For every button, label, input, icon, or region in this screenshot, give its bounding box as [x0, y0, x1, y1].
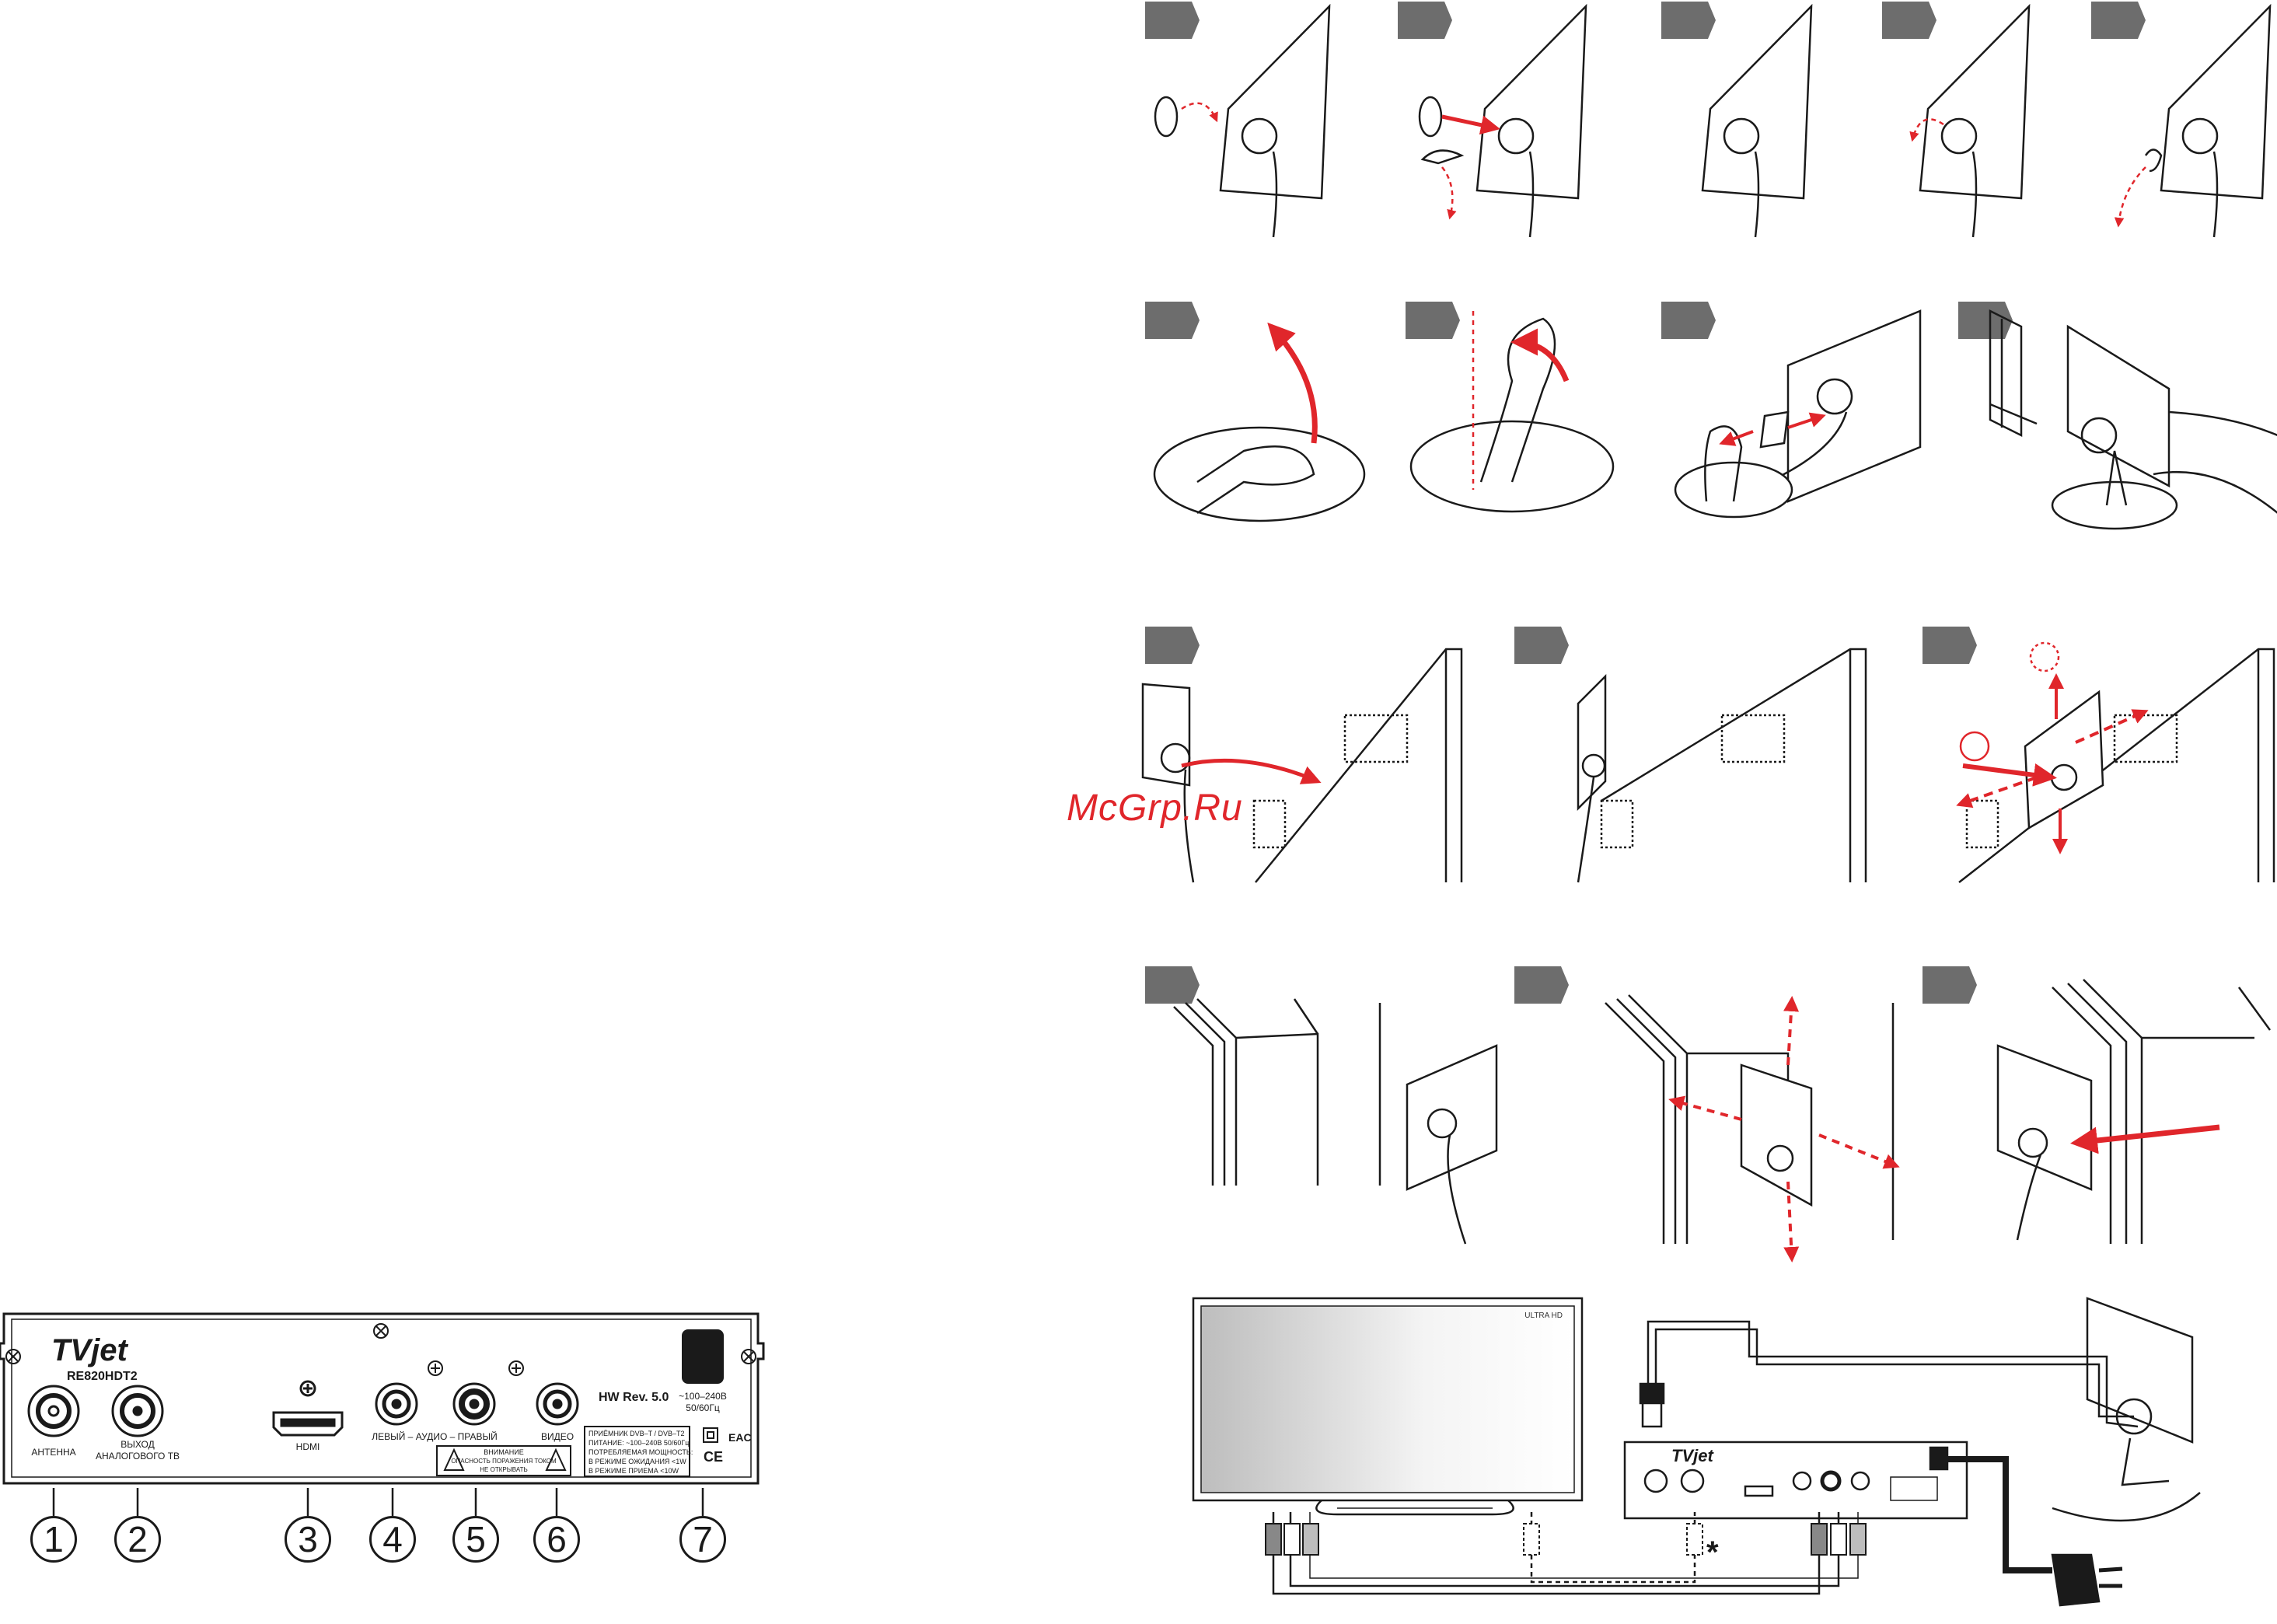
callout-6: 6: [533, 1516, 580, 1563]
antenna-label: АНТЕННА: [31, 1447, 75, 1458]
step-badge: [1958, 302, 2013, 339]
ground-symbol-icon: [428, 1360, 524, 1376]
double-insulation-icon: [703, 1427, 718, 1443]
callout-3: 3: [285, 1516, 331, 1563]
watermark-text: McGrp.Ru: [1067, 788, 1243, 829]
hdmi-port-icon: [272, 1380, 344, 1437]
step-badge: [1923, 966, 1977, 1004]
window-illustration: [1173, 998, 1498, 1245]
warning-title: ВНИМАНИЕ: [484, 1448, 523, 1456]
spec-line: В РЕЖИМЕ ПРИЕМА <10W: [588, 1467, 679, 1475]
antenna-illustration: [1418, 3, 1587, 238]
step-badge: [1145, 966, 1200, 1004]
callout-2: 2: [114, 1516, 161, 1563]
antenna-illustration: [1909, 3, 2031, 238]
power-cable: [1947, 1456, 2052, 1573]
warning-triangle-icon: [545, 1448, 567, 1471]
step-badge: [1145, 302, 1200, 339]
analog-out-label-2: АНАЛОГОВОГО ТВ: [96, 1451, 180, 1462]
step-badge: [1882, 2, 1936, 39]
callout-leaders: [52, 1488, 704, 1516]
receiver-brand-logo: TVjet: [1671, 1446, 1714, 1465]
step-badge: [1514, 966, 1569, 1004]
power-voltage: ~100–240В: [679, 1391, 727, 1402]
antenna-illustration: [2114, 3, 2272, 238]
step-badges: [1145, 2, 2146, 1004]
tv-back-illustration: [1577, 648, 1867, 883]
antenna-port-icon: [27, 1385, 80, 1437]
row4-window-steps: [1173, 979, 2272, 1263]
step-badge: [1398, 2, 1452, 39]
panel-text: TVjet RE820HDT2 АНТЕННА ВЫХОД АНАЛОГОВОГ…: [31, 1311, 1719, 1570]
power-socket-icon: [682, 1329, 724, 1384]
window-illustration: [1605, 994, 1900, 1263]
step-badge: [1923, 627, 1977, 664]
antenna-cable: [1647, 1320, 2139, 1428]
audio-label: ЛЕВЫЙ – АУДИО – ПРАВЫЙ: [372, 1430, 498, 1442]
model-number: RE820HDT2: [67, 1370, 138, 1383]
power-frequency: 50/60Гц: [686, 1402, 720, 1413]
row2-stand-steps: [1153, 309, 2277, 530]
step-badge: [1406, 302, 1460, 339]
analog-out-port-icon: [111, 1385, 164, 1437]
analog-out-label-1: ВЫХОД: [120, 1439, 154, 1450]
spec-line: В РЕЖИМЕ ОЖИДАНИЯ <1W: [588, 1458, 686, 1465]
antenna-illustration: [1701, 3, 1813, 238]
rca-cable: [1272, 1512, 1821, 1595]
row1-antenna-steps: [1154, 3, 2272, 238]
tv-badge: ULTRA HD: [1524, 1311, 1563, 1320]
callout-4: 4: [369, 1516, 416, 1563]
callout-7: 7: [679, 1516, 726, 1563]
warning-text-1: ОПАСНОСТЬ ПОРАЖЕНИЯ ТОКОМ: [451, 1458, 557, 1465]
optional-asterisk: *: [1706, 1535, 1719, 1570]
video-label: ВИДЕО: [541, 1431, 574, 1442]
window-illustration: [1996, 979, 2272, 1244]
spec-line: ПОТРЕБЛЯЕМАЯ МОЩНОСТЬ:: [588, 1448, 693, 1456]
rca-cable: [1289, 1512, 1840, 1587]
rca-audio-right-icon: [452, 1382, 496, 1426]
rca-video-icon: [536, 1382, 579, 1426]
tv-back-illustration: [1956, 641, 2275, 883]
connection-diagram: [1192, 1297, 2201, 1607]
hdmi-label: HDMI: [296, 1441, 320, 1452]
step-badge: [1514, 627, 1569, 664]
stand-illustration: [1409, 311, 1615, 513]
stand-illustration: [1153, 322, 1366, 522]
callout-1: 1: [30, 1516, 77, 1563]
rca-cable: [1309, 1512, 1859, 1579]
screw-icon: [5, 1323, 756, 1364]
brand-logo: TVjet: [51, 1333, 128, 1367]
hdmi-cable-optional: [1530, 1512, 1696, 1584]
eac-mark: EAC: [728, 1431, 752, 1444]
step-badge: [1145, 627, 1200, 664]
tv-back-illustration: [1141, 648, 1463, 883]
ce-mark: CE: [704, 1449, 723, 1465]
step-badge: [1661, 302, 1716, 339]
spec-line: ПРИЁМНИК DVB–T / DVB–T2: [588, 1430, 685, 1437]
spec-box: [584, 1426, 690, 1477]
step-badge: [1661, 2, 1716, 39]
warning-text-2: НЕ ОТКРЫВАТЬ: [480, 1466, 527, 1473]
spec-line: ПИТАНИЕ: ~100–240В 50/60Гц: [588, 1439, 689, 1447]
step-badge: [2091, 2, 2146, 39]
stand-illustration: [1989, 309, 2277, 530]
callout-5: 5: [452, 1516, 499, 1563]
rca-audio-left-icon: [375, 1382, 418, 1426]
hw-revision: HW Rev. 5.0: [599, 1391, 669, 1404]
antenna-on-stand: [2086, 1297, 2194, 1444]
receiver-rear-panel: [0, 1312, 765, 1516]
warning-triangle-icon: [443, 1448, 465, 1471]
step-badge: [1145, 2, 1200, 39]
row3-tv-steps: [1141, 641, 2275, 883]
antenna-illustration: [1154, 3, 1331, 238]
stand-illustration: [1674, 309, 1922, 519]
